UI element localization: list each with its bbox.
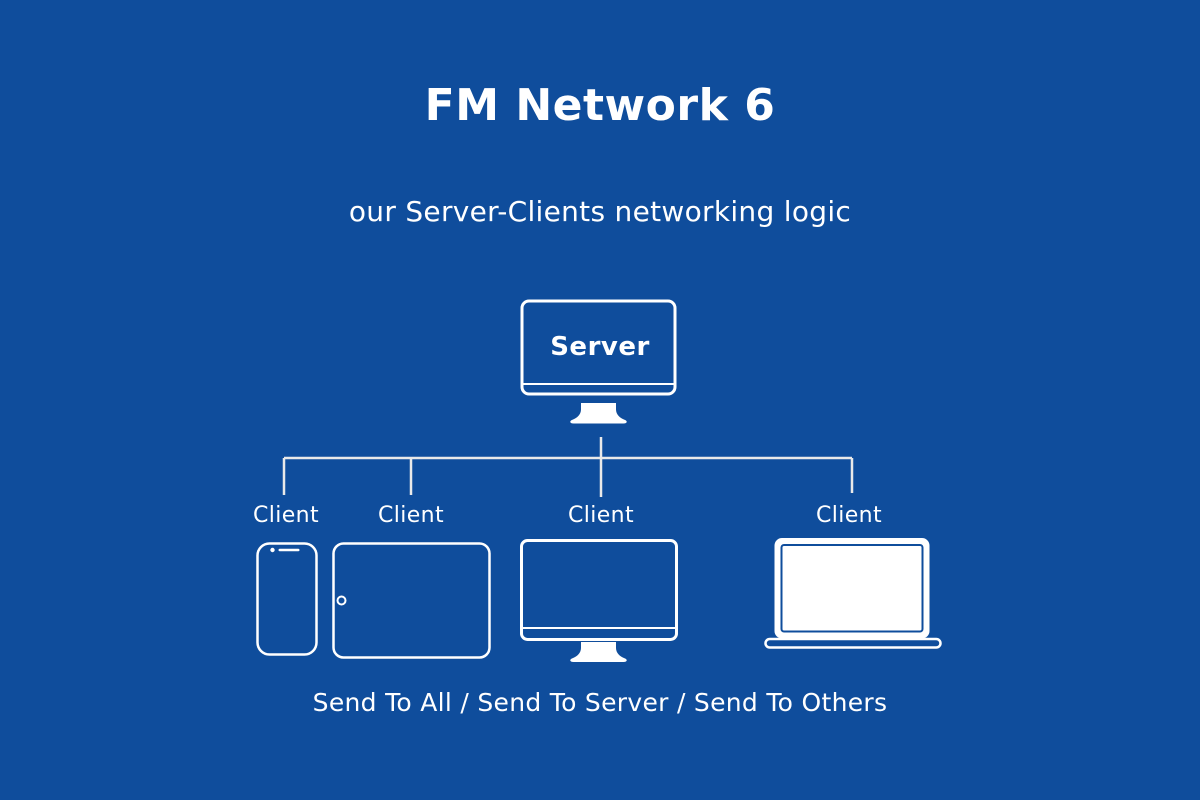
smartphone-icon xyxy=(256,542,318,656)
client-label: Client xyxy=(252,503,320,528)
page-title: FM Network 6 xyxy=(424,80,776,131)
client-node-tablet xyxy=(332,542,491,659)
client-node-laptop xyxy=(764,538,942,650)
client-label: Client xyxy=(815,503,883,528)
server-label: Server xyxy=(550,332,650,362)
desktop-monitor-icon xyxy=(520,299,677,424)
tablet-icon xyxy=(332,542,491,659)
caption-text: Send To All / Send To Server / Send To O… xyxy=(312,688,888,717)
page-subtitle: our Server-Clients networking logic xyxy=(348,195,852,228)
server-node: Server xyxy=(520,299,680,425)
client-node-phone xyxy=(256,542,318,656)
client-node-desktop xyxy=(520,539,678,663)
tree-connector-icon xyxy=(282,437,854,497)
desktop-monitor-icon xyxy=(520,539,678,662)
client-label: Client xyxy=(567,503,635,528)
laptop-icon xyxy=(764,538,942,649)
connector-lines xyxy=(270,430,870,500)
client-label: Client xyxy=(377,503,445,528)
